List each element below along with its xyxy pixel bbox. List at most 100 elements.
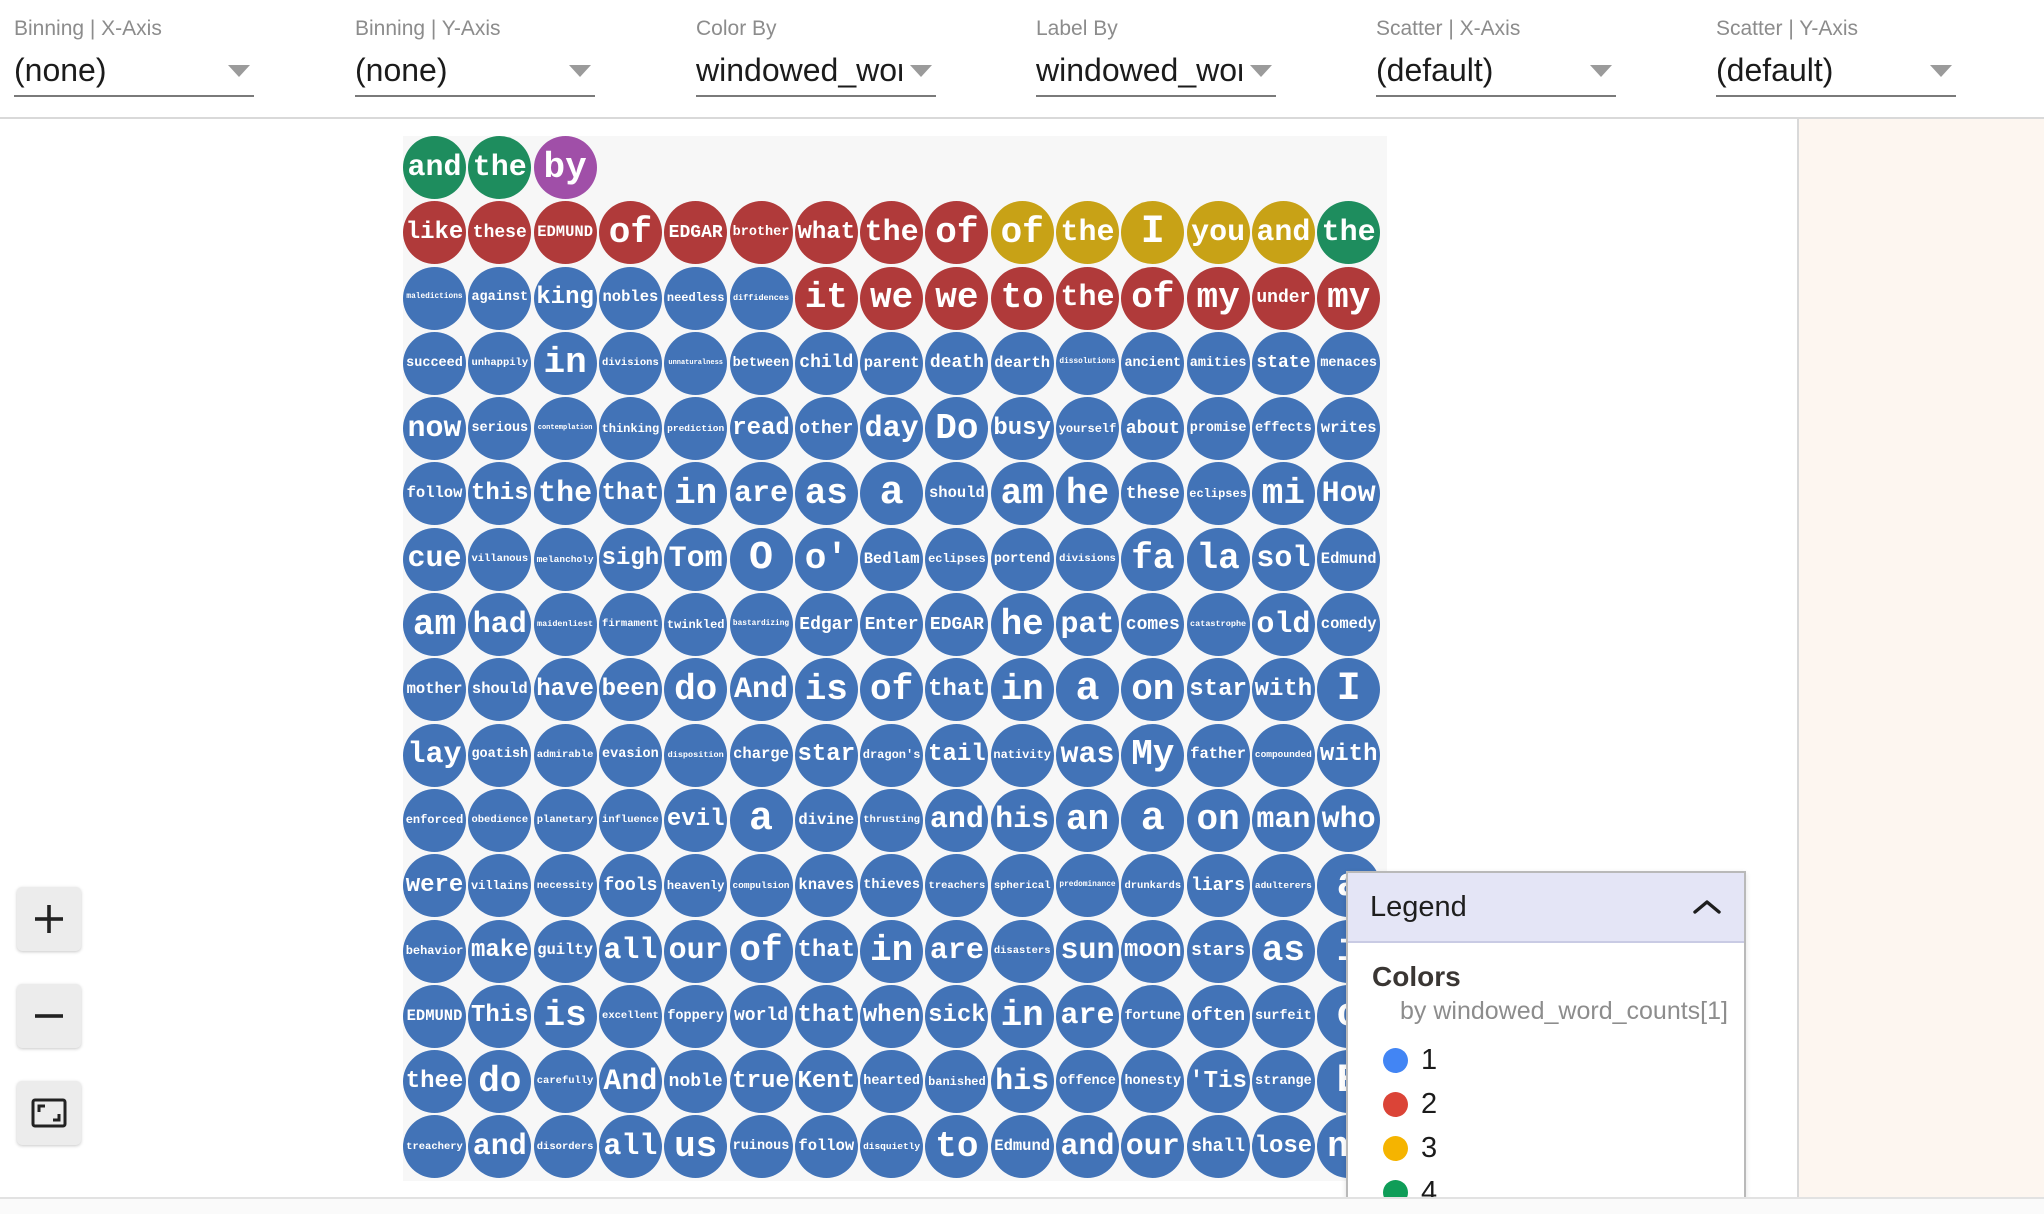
bubble-node[interactable]: adulterers — [1251, 854, 1315, 918]
bubble-node[interactable]: drunkards — [1121, 854, 1185, 918]
bubble-node[interactable]: is — [794, 658, 858, 722]
bubble-node[interactable]: sun — [1056, 919, 1119, 983]
bubble-node[interactable]: in — [990, 658, 1054, 722]
bubble-node[interactable]: are — [729, 462, 793, 526]
zoom-in-button[interactable] — [17, 887, 81, 951]
legend-header[interactable]: Legend — [1348, 873, 1744, 943]
bubble-node[interactable]: have — [533, 658, 597, 722]
control-select[interactable]: (none) — [14, 49, 254, 97]
bubble-node[interactable]: of — [729, 919, 793, 983]
bubble-node[interactable]: that — [598, 462, 662, 526]
bubble-node[interactable]: other — [794, 397, 858, 461]
bubble-node[interactable]: Kent — [794, 1050, 858, 1114]
bubble-node[interactable]: do — [468, 1050, 532, 1114]
bubble-node[interactable]: busy — [990, 397, 1054, 461]
bubble-node[interactable]: dissolutions — [1056, 331, 1119, 395]
bubble-node[interactable]: and — [403, 136, 466, 199]
bubble-node[interactable]: O — [729, 527, 793, 591]
bubble-node[interactable]: the — [1056, 266, 1119, 330]
bubble-node[interactable]: his — [990, 1050, 1054, 1114]
bubble-node[interactable]: my — [1317, 266, 1381, 330]
bubble-node[interactable]: death — [925, 331, 989, 395]
bubble-node[interactable]: between — [729, 331, 793, 395]
bubble-node[interactable]: predominance — [1056, 854, 1119, 918]
control-scatter-y-axis[interactable]: Scatter | Y-Axis(default) — [1716, 16, 1956, 100]
bubble-node[interactable]: with — [1251, 658, 1315, 722]
bubble-node[interactable]: thieves — [860, 854, 924, 918]
bubble-node[interactable]: to — [990, 266, 1054, 330]
bubble-node[interactable]: dearth — [990, 331, 1054, 395]
bubble-node[interactable]: And — [598, 1050, 662, 1114]
bubble-node[interactable]: that — [794, 919, 858, 983]
bubble-node[interactable]: these — [468, 201, 532, 265]
bubble-node[interactable]: strange — [1251, 1050, 1315, 1114]
bubble-node[interactable]: bastardizing — [729, 593, 793, 657]
bubble-node[interactable]: Enter — [860, 593, 924, 657]
bubble-node[interactable]: of — [1121, 266, 1185, 330]
bubble-node[interactable]: compounded — [1251, 723, 1315, 787]
bubble-node[interactable]: writes — [1317, 397, 1381, 461]
bubble-node[interactable]: star — [1186, 658, 1250, 722]
bubble-node[interactable]: child — [794, 331, 858, 395]
bubble-node[interactable]: it — [794, 266, 858, 330]
bubble-node[interactable]: thinking — [598, 397, 662, 461]
bubble-node[interactable]: planetary — [533, 788, 597, 852]
bubble-node[interactable]: amities — [1186, 331, 1250, 395]
bubble-node[interactable]: star — [794, 723, 858, 787]
bubble-node[interactable]: disasters — [990, 919, 1054, 983]
bubble-node[interactable]: we — [860, 266, 924, 330]
bubble-node[interactable]: who — [1317, 788, 1381, 852]
bubble-node[interactable]: his — [990, 788, 1054, 852]
bubble-node[interactable]: all — [598, 1115, 662, 1179]
bubble-node[interactable]: fa — [1121, 527, 1185, 591]
bubble-node[interactable]: disquietly — [860, 1115, 924, 1179]
bubble-node[interactable]: portend — [990, 527, 1054, 591]
zoom-out-button[interactable] — [17, 984, 81, 1048]
bubble-node[interactable]: as — [1251, 919, 1315, 983]
bubble-node[interactable]: brother — [729, 201, 793, 265]
bubble-node[interactable]: needless — [664, 266, 728, 330]
bubble-node[interactable]: EDGAR — [925, 593, 989, 657]
bubble-node[interactable]: and — [468, 1115, 532, 1179]
bubble-node[interactable]: parent — [860, 331, 924, 395]
bubble-node[interactable]: Edgar — [794, 593, 858, 657]
bubble-node[interactable]: enforced — [403, 788, 466, 852]
legend-panel[interactable]: Legend Colors by windowed_word_counts[1]… — [1346, 871, 1746, 1197]
bubble-node[interactable]: EDGAR — [664, 201, 728, 265]
bubble-node[interactable]: dragon's — [860, 723, 924, 787]
bubble-node[interactable]: maidenliest — [533, 593, 597, 657]
bubble-node[interactable]: fools — [598, 854, 662, 918]
bubble-node[interactable]: divisions — [1056, 527, 1119, 591]
bubble-node[interactable]: old — [1251, 593, 1315, 657]
bubble-node[interactable]: was — [1056, 723, 1119, 787]
bubble-node[interactable]: we — [925, 266, 989, 330]
control-select[interactable]: (none) — [355, 49, 595, 97]
bubble-node[interactable]: under — [1251, 266, 1315, 330]
bubble-node[interactable]: in — [860, 919, 924, 983]
bubble-node[interactable]: in — [990, 984, 1054, 1048]
bubble-node[interactable]: sol — [1251, 527, 1315, 591]
bubble-node[interactable]: banished — [925, 1050, 989, 1114]
bubble-node[interactable]: king — [533, 266, 597, 330]
bubble-node[interactable]: nativity — [990, 723, 1054, 787]
bubble-node[interactable]: guilty — [533, 919, 597, 983]
bubble-node[interactable]: honesty — [1121, 1050, 1185, 1114]
bubble-node[interactable]: charge — [729, 723, 793, 787]
bubble-node[interactable]: that — [794, 984, 858, 1048]
bubble-node[interactable]: the — [1056, 201, 1119, 265]
bubble-node[interactable]: the — [468, 136, 532, 199]
bubble-node[interactable]: promise — [1186, 397, 1250, 461]
bubble-node[interactable]: shall — [1186, 1115, 1250, 1179]
bubble-node[interactable]: by — [533, 136, 597, 199]
bubble-node[interactable]: evil — [664, 788, 728, 852]
bubble-node[interactable]: our — [664, 919, 728, 983]
bubble-node[interactable]: mi — [1251, 462, 1315, 526]
bubble-node[interactable]: goatish — [468, 723, 532, 787]
legend-item[interactable]: 1 — [1372, 1038, 1720, 1082]
bubble-node[interactable]: pat — [1056, 593, 1119, 657]
chevron-down-icon[interactable] — [910, 65, 932, 77]
bubble-node[interactable]: maledictions — [403, 266, 466, 330]
bubble-node[interactable]: my — [1186, 266, 1250, 330]
control-select[interactable]: windowed_word_c — [696, 49, 936, 97]
